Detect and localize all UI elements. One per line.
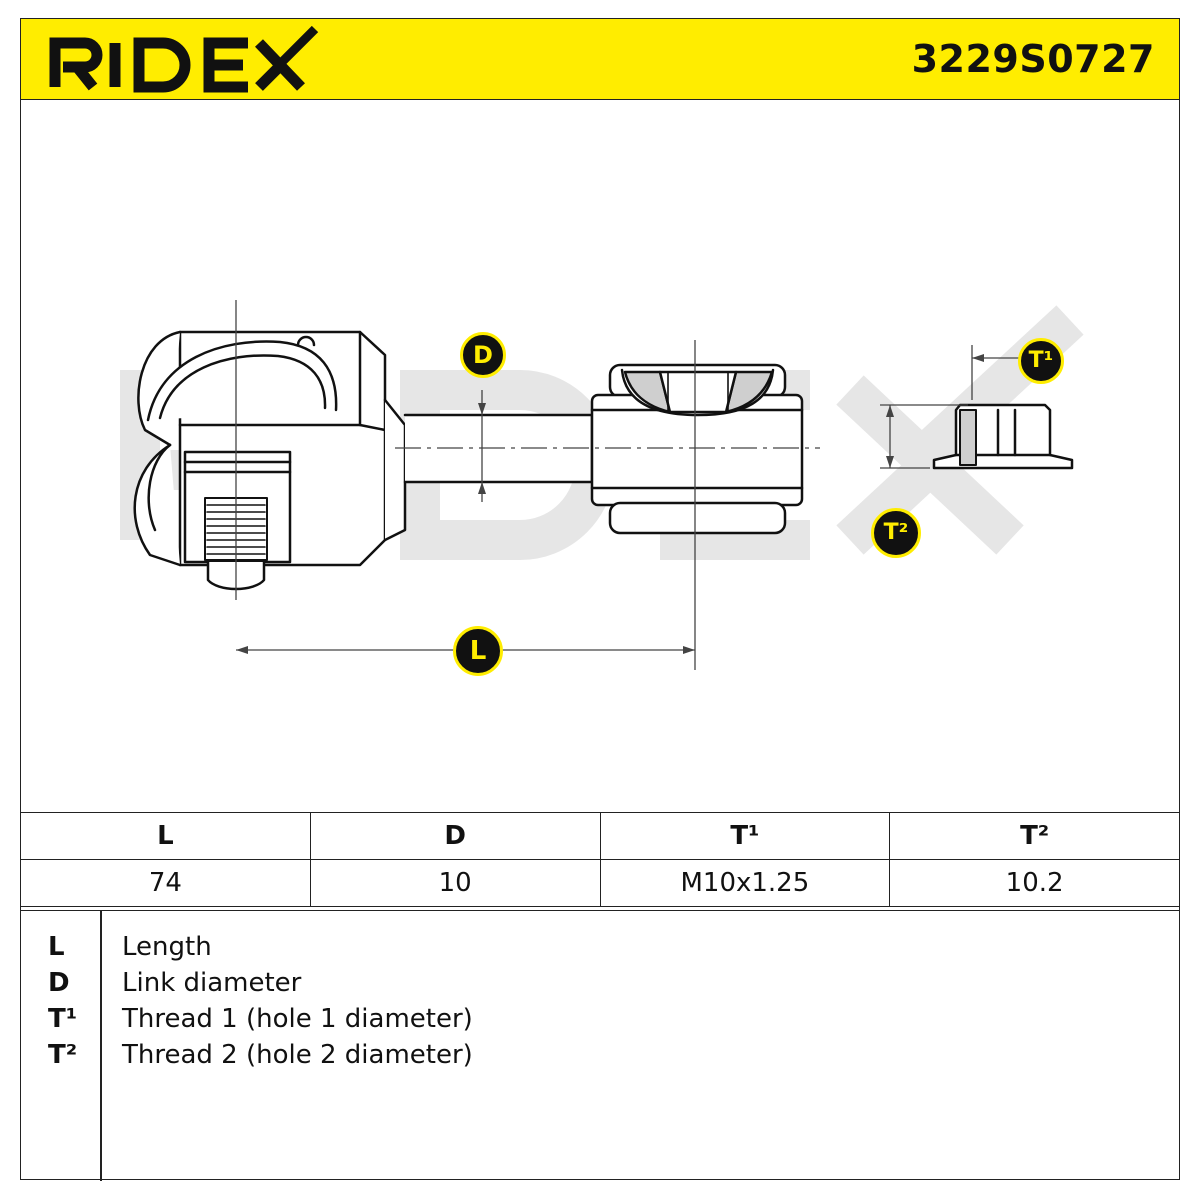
callout-t2 — [871, 508, 921, 558]
callout-d — [460, 332, 506, 378]
legend: L Length D Link diameter T¹ Thread 1 (ho… — [20, 910, 1180, 1181]
callout-d-label: D — [473, 341, 493, 369]
spec-value-t2: 10.2 — [889, 859, 1180, 907]
legend-description: Thread 1 (hole 1 diameter) — [122, 1004, 473, 1034]
spec-header-t2: T² — [889, 812, 1180, 860]
callout-t1 — [1018, 338, 1064, 384]
legend-description: Length — [122, 932, 212, 962]
legend-divider — [100, 911, 102, 1181]
flange-nut — [932, 403, 1074, 470]
spec-table: L D T¹ T² 74 10 M10x1.25 10.2 — [20, 812, 1180, 907]
technical-drawing: D L T¹ T² — [20, 100, 1180, 812]
legend-description: Link diameter — [122, 968, 302, 998]
spec-value-row: 74 10 M10x1.25 10.2 — [20, 859, 1180, 907]
callout-l — [453, 626, 503, 676]
spec-header-l: L — [20, 812, 311, 860]
legend-description: Thread 2 (hole 2 diameter) — [122, 1040, 473, 1070]
part-number: 3229S0727 — [911, 37, 1155, 81]
spec-header-d: D — [309, 812, 601, 860]
spec-value-t1: M10x1.25 — [599, 859, 891, 907]
spec-value-d: 10 — [309, 859, 601, 907]
bushing-eye — [590, 363, 804, 535]
spec-value-l: 74 — [20, 859, 311, 907]
spec-header-t1: T¹ — [599, 812, 891, 860]
callout-l-label: L — [469, 636, 487, 666]
header-bar: 3229S0727 — [20, 18, 1180, 100]
legend-symbol: T² — [48, 1040, 78, 1070]
callout-t2-label: T² — [883, 520, 909, 545]
legend-symbol: L — [48, 932, 65, 962]
spec-header-row: L D T¹ T² — [20, 812, 1180, 860]
brand-logo — [43, 25, 323, 99]
legend-symbol: D — [48, 968, 70, 998]
callout-t1-label: T¹ — [1028, 348, 1054, 373]
legend-symbol: T¹ — [48, 1004, 78, 1034]
